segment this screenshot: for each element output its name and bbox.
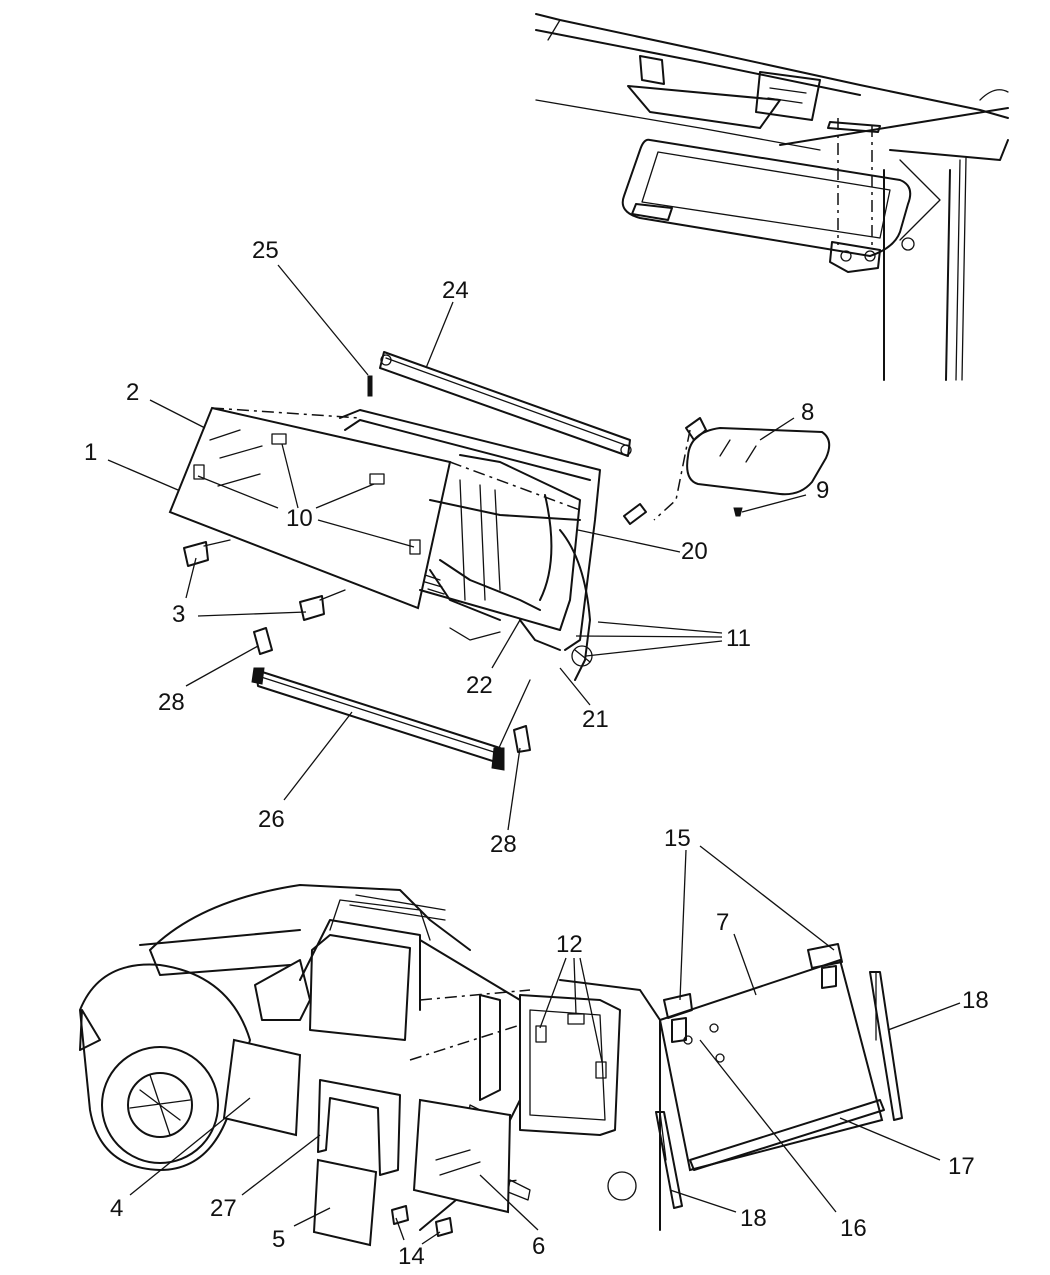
rearview-mirror xyxy=(623,417,831,525)
callout-18-upper: 18 xyxy=(962,987,989,1014)
callout-20: 20 xyxy=(681,538,708,565)
callout-21: 21 xyxy=(582,706,609,733)
callout-16: 16 xyxy=(840,1215,867,1242)
callout-17: 17 xyxy=(948,1153,975,1180)
callout-9: 9 xyxy=(816,477,829,504)
callout-15: 15 xyxy=(664,825,691,852)
callout-14: 14 xyxy=(398,1243,425,1270)
callout-5: 5 xyxy=(272,1226,285,1253)
callout-22: 22 xyxy=(466,672,493,699)
callout-7: 7 xyxy=(716,909,729,936)
windshield-frame xyxy=(339,409,601,681)
callout-25: 25 xyxy=(252,237,279,264)
callout-2: 2 xyxy=(126,379,139,406)
side-glass-panels xyxy=(222,1038,512,1247)
windshield-lower-seal xyxy=(251,667,531,771)
callout-28-lower: 28 xyxy=(490,831,517,858)
callout-11: 11 xyxy=(726,625,751,652)
callout-12: 12 xyxy=(556,931,583,958)
sun-visor-inset xyxy=(535,13,1009,381)
callout-4: 4 xyxy=(110,1195,123,1222)
callout-26: 26 xyxy=(258,806,285,833)
callout-28-upper: 28 xyxy=(158,689,185,716)
leader-lines xyxy=(107,264,961,1245)
callout-1: 1 xyxy=(84,439,97,466)
liftgate-glass xyxy=(655,943,903,1209)
callout-6: 6 xyxy=(532,1233,545,1260)
callout-27: 27 xyxy=(210,1195,237,1222)
callout-3: 3 xyxy=(172,601,185,628)
callout-labels: 25 24 2 1 10 8 9 20 3 11 22 28 21 26 28 … xyxy=(84,237,989,1270)
callout-18-lower: 18 xyxy=(740,1205,767,1232)
callout-24: 24 xyxy=(442,277,469,304)
callout-10: 10 xyxy=(286,505,313,532)
windshield-glass xyxy=(168,406,581,610)
windshield-header-seal xyxy=(367,351,632,457)
callout-8: 8 xyxy=(801,399,814,426)
